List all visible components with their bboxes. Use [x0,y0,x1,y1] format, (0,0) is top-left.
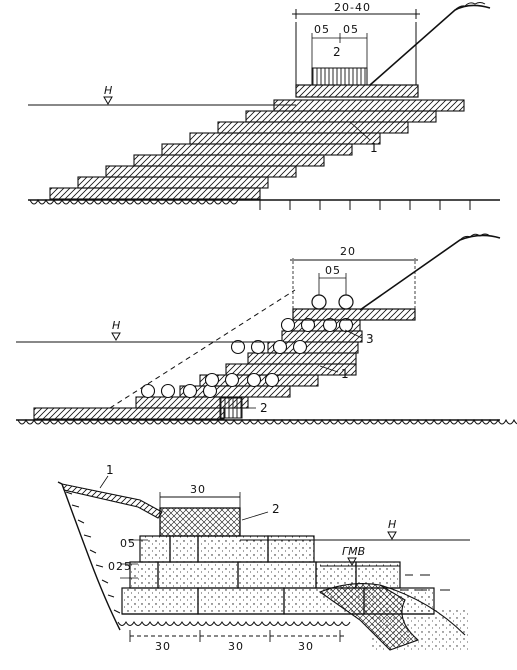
low-water-marker [347,557,357,567]
tube [250,339,266,355]
stepped-slabs [49,99,465,200]
dim-b2: 30 [228,640,244,653]
dim-right: 05 [343,23,359,36]
slab-step [189,132,381,145]
slope-line [369,4,491,86]
dim-b1: 30 [155,640,171,653]
dim-top: 30 [190,483,206,496]
tube [224,372,240,388]
design-slope-dashed [109,289,296,409]
callout-1: 1 [341,367,349,381]
callout-1: 1 [106,463,114,477]
dim-overall: 20 [340,245,356,258]
dim-b3: 30 [298,640,314,653]
callout-2: 2 [333,45,341,59]
tube [246,372,262,388]
block-wall [121,535,435,615]
tube [140,383,156,399]
water-level-marker [103,96,113,106]
tube [272,339,288,355]
tube [182,383,198,399]
slab-step [133,154,325,167]
low-water-label: ГМВ [342,545,365,558]
wall-block [237,561,317,589]
ground-rubble [17,418,517,425]
slope-slab [61,483,163,519]
wall-block [157,561,239,589]
dim-overall: 20-40 [334,1,371,14]
slope-line [359,234,501,311]
dim-left: 05 [314,23,330,36]
tube [160,383,176,399]
slab-step [217,121,409,134]
base-ground [117,620,351,626]
slab-step [247,352,357,365]
tube [264,372,280,388]
panel-bottom: 1 30 2 H ГМВ 05 025 30 30 30 [57,463,470,653]
wall-block [197,587,285,615]
panel-middle: 20 05 H 3 1 2 [16,233,517,425]
dim-inner: 05 [325,264,341,277]
wall-block [121,587,199,615]
tube [280,317,296,333]
tube [230,339,246,355]
top-block [159,507,241,537]
slab-step [245,110,437,123]
slab-step [33,407,225,420]
tube [204,372,220,388]
stepped-slabs-with-tubes [33,317,363,420]
ground-rubble [29,198,239,205]
dim-d1: 05 [120,537,136,550]
water-level-marker [111,332,121,342]
water-level-marker [387,531,397,541]
water-level-label: H [112,319,120,332]
slab-step [49,187,261,200]
slab-step [225,363,357,376]
callout-3: 3 [366,332,374,346]
slab-step [105,165,297,178]
slab-step [161,143,353,156]
water-level-label: H [104,84,112,97]
wall-block [169,535,199,563]
water-level-label: H [388,518,396,531]
tube [292,339,308,355]
slab-step [273,99,465,112]
callout-2: 2 [272,502,280,516]
callout-2: 2 [260,401,268,415]
slab-step [77,176,269,189]
panel-top: 20-40 05 05 2 H 1 [28,1,500,210]
dim-d2: 025 [108,560,132,573]
left-embankment [61,483,121,631]
callout-1: 1 [370,141,378,155]
wall-block [129,561,159,589]
